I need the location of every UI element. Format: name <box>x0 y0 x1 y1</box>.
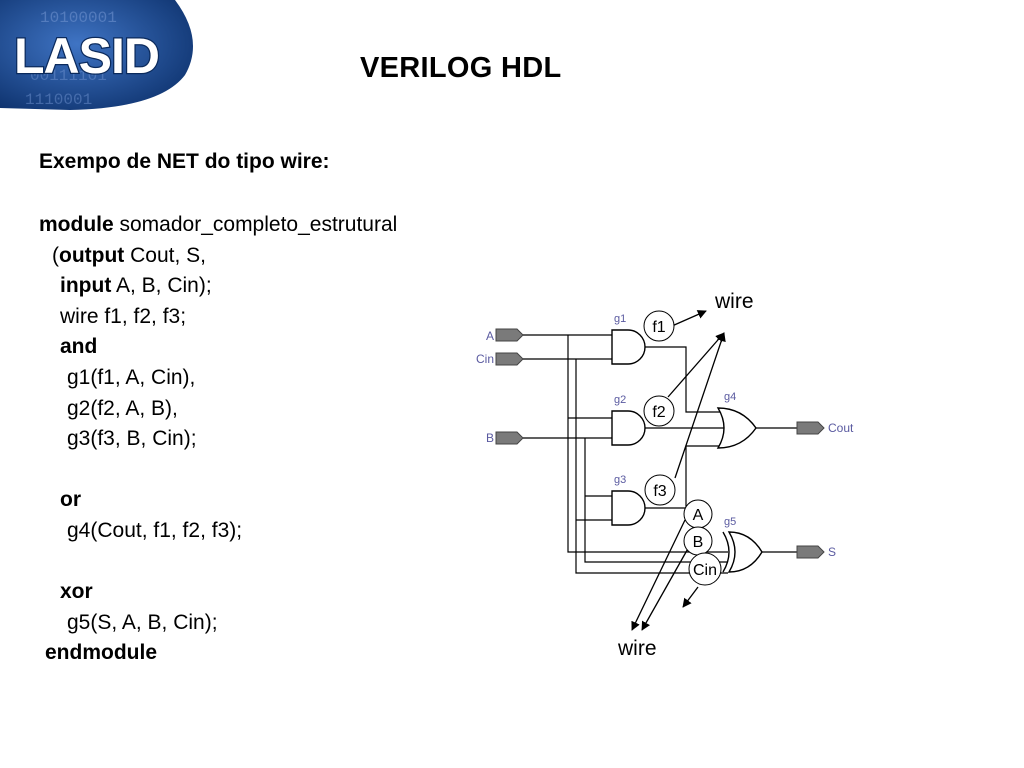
full-adder-schematic: A Cin B g1 <box>476 290 854 660</box>
output-pin-s: S <box>796 545 836 559</box>
and-gate-g3: g3 <box>611 474 646 526</box>
svg-text:B: B <box>486 431 494 445</box>
code-line-g2: g2(f2, A, B), <box>67 396 178 420</box>
code-line-xor: xor <box>60 580 93 604</box>
svg-text:f1: f1 <box>652 319 665 336</box>
svg-text:Cin: Cin <box>476 352 494 366</box>
svg-text:g4: g4 <box>724 391 736 403</box>
callout-f1: f1 <box>643 310 675 342</box>
svg-text:f3: f3 <box>653 483 666 500</box>
lasid-logo: 10100001 00111101 1110001 LASID <box>0 0 193 110</box>
svg-text:Cout: Cout <box>828 421 854 435</box>
xor-gate-g5: g5 <box>722 516 763 573</box>
wire-label-top: wire <box>714 290 754 313</box>
svg-text:S: S <box>828 545 836 559</box>
slide-title: VERILOG HDL <box>360 52 562 84</box>
wire-label-bottom: wire <box>617 637 657 660</box>
or-gate-g4: g4 <box>716 391 757 449</box>
svg-text:00111101: 00111101 <box>30 67 107 85</box>
svg-text:LASID: LASID <box>14 28 159 84</box>
input-pin-cin: Cin <box>476 352 524 366</box>
code-line-g4: g4(Cout, f1, f2, f3); <box>67 518 243 542</box>
svg-text:A: A <box>693 507 704 524</box>
input-pin-a: A <box>486 328 524 343</box>
code-line-blank <box>39 547 397 578</box>
code-line-or: or <box>60 488 81 512</box>
svg-text:g5: g5 <box>724 516 736 528</box>
input-pin-b: B <box>486 431 524 445</box>
svg-text:Cin: Cin <box>693 562 717 579</box>
svg-text:g3: g3 <box>614 474 626 486</box>
code-line-g5: g5(S, A, B, Cin); <box>67 610 218 634</box>
code-line-and: and <box>60 335 98 359</box>
section-heading: Exempo de NET do tipo wire: <box>39 150 330 173</box>
svg-text:g2: g2 <box>614 394 626 406</box>
code-line-g3: g3(f3, B, Cin); <box>67 427 197 451</box>
callout-a: A <box>683 499 713 529</box>
code-line-g1: g1(f1, A, Cin), <box>67 365 196 389</box>
and-gate-g1: g1 <box>611 313 646 365</box>
verilog-code-block: module somador_completo_estrutural (outp… <box>39 210 397 669</box>
svg-text:1110001: 1110001 <box>25 91 92 109</box>
code-line-blank <box>39 455 397 486</box>
callout-f3: f3 <box>644 474 676 506</box>
annotation-arrows <box>631 310 726 631</box>
code-line-module: module somador_completo_estrutural <box>39 213 398 236</box>
code-line-output: (output Cout, S, <box>52 243 206 267</box>
svg-text:f2: f2 <box>652 404 665 421</box>
svg-text:B: B <box>693 534 704 551</box>
callout-cin: Cin <box>688 552 722 586</box>
svg-text:10100001: 10100001 <box>40 9 117 27</box>
svg-text:A: A <box>486 329 494 343</box>
code-line-input: input A, B, Cin); <box>60 274 212 298</box>
code-line-wire: wire f1, f2, f3; <box>60 304 187 328</box>
schematic-wires <box>523 334 797 574</box>
output-pin-cout: Cout <box>796 421 854 435</box>
code-line-endmodule: endmodule <box>45 641 158 665</box>
and-gate-g2: g2 <box>611 394 646 446</box>
svg-text:g1: g1 <box>614 313 626 325</box>
callout-b: B <box>683 526 713 556</box>
callout-f2: f2 <box>643 395 675 427</box>
